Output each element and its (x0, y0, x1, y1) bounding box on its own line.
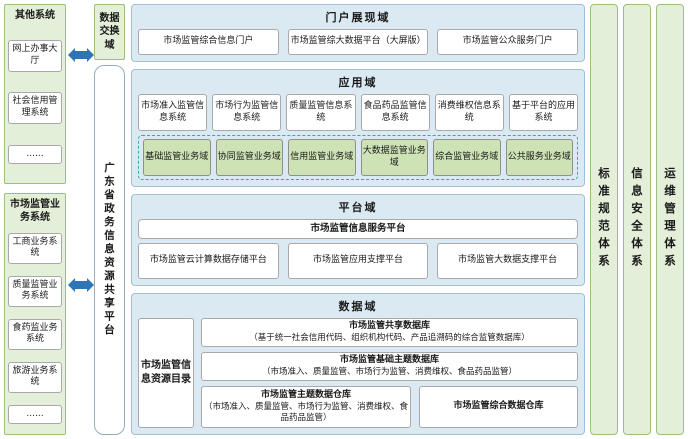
system-node: 质量监管业务系统 (8, 275, 62, 307)
portal-node: 市场监管公众服务门户 (437, 29, 579, 55)
platform-node: 市场监管大数据支撑平台 (437, 243, 579, 279)
portal-domain-title: 门户展现域 (325, 11, 391, 24)
database-bar: 市场监管基础主题数据库 （市场准入、质量监管、市场行为监管、消费维权、食品药品监… (201, 352, 578, 382)
system-node: 旅游业务系统 (8, 361, 62, 393)
data-exchange-column: 数据交换域 广东省政务信息资源共享平台 (94, 4, 125, 435)
business-area-node: 协同监管业务域 (215, 139, 283, 176)
warehouse-node: 市场监管综合数据仓库 (419, 386, 578, 428)
database-name: 市场监管共享数据库 (348, 321, 430, 332)
database-desc: （基于统一社会信用代码、组织机构代码、产品追溯码的综合监管数据库） (249, 332, 530, 343)
ellipsis-node: ...... (8, 404, 62, 425)
application-systems-row: 市场准入监管信息系统 市场行为监管信息系统 质量监管信息系统 食品药品监管信息系… (138, 94, 579, 131)
service-platform-bar: 市场监管信息服务平台 (138, 219, 578, 239)
pillar-label: 信息安全体系 (630, 167, 644, 272)
system-node: 食药监业务系统 (8, 318, 62, 350)
application-domain: 应用域 市场准入监管信息系统 市场行为监管信息系统 质量监管信息系统 食品药品监… (131, 69, 585, 187)
other-systems-group: 其他系统 网上办事大厅 社会信用管理系统 ...... (4, 4, 66, 184)
system-node: 社会信用管理系统 (8, 92, 62, 124)
ellipsis-node: ...... (8, 144, 62, 165)
info-resource-catalog: 市场监管信息资源目录 (138, 318, 194, 428)
platform-node: 市场监管云计算数据存储平台 (138, 243, 279, 279)
double-arrow-icon (68, 278, 94, 292)
database-desc: （市场准入、质量监管、市场行为监管、消费维权、食品药品监管） (261, 366, 517, 377)
pillar-security: 信息安全体系 (623, 4, 651, 435)
pillar-standards: 标准规范体系 (590, 4, 618, 435)
business-systems-items: 工商业务系统 质量监管业务系统 食药监业务系统 旅游业务系统 ...... (8, 227, 62, 430)
database-bar: 市场监管共享数据库 （基于统一社会信用代码、组织机构代码、产品追溯码的综合监管数… (201, 318, 578, 348)
platforms-row: 市场监管云计算数据存储平台 市场监管应用支撑平台 市场监管大数据支撑平台 (138, 243, 579, 279)
business-area-node: 信用监管业务域 (288, 139, 356, 176)
pillar-label: 标准规范体系 (597, 167, 611, 272)
application-domain-title: 应用域 (338, 76, 378, 89)
app-system-node: 食品药品监管信息系统 (360, 94, 430, 131)
app-system-node: 质量监管信息系统 (286, 94, 356, 131)
data-domain: 数据域 市场监管信息资源目录 市场监管共享数据库 （基于统一社会信用代码、组织机… (131, 293, 585, 435)
system-node: 网上办事大厅 (8, 40, 62, 72)
external-systems-column: 其他系统 网上办事大厅 社会信用管理系统 ...... 市场监管业务系统 工商业… (4, 4, 66, 435)
sharing-platform-label: 广东省政务信息资源共享平台 (103, 162, 115, 338)
warehouses-row: 市场监管主题数据仓库 （市场准入、质量监管、市场行为监管、消费维权、食品药品监管… (201, 386, 578, 428)
warehouse-node: 市场监管主题数据仓库 （市场准入、质量监管、市场行为监管、消费维权、食品药品监管… (201, 386, 411, 428)
platform-domain: 平台域 市场监管信息服务平台 市场监管云计算数据存储平台 市场监管应用支撑平台 … (131, 194, 585, 286)
app-system-node: 基于平台的应用系统 (508, 94, 579, 131)
app-system-node: 市场准入监管信息系统 (138, 94, 208, 131)
databases-stack: 市场监管共享数据库 （基于统一社会信用代码、组织机构代码、产品追溯码的综合监管数… (201, 318, 578, 428)
portal-items-row: 市场监管综合信息门户 市场监管综大数据平台（大屏版） 市场监管公众服务门户 (138, 29, 579, 55)
system-node: 工商业务系统 (8, 232, 62, 264)
double-arrow-icon (68, 48, 94, 62)
business-systems-group: 市场监管业务系统 工商业务系统 质量监管业务系统 食药监业务系统 旅游业务系统 … (4, 193, 66, 435)
business-area-node: 综合监管业务域 (433, 139, 501, 176)
warehouse-name: 市场监管主题数据仓库 (260, 390, 351, 401)
database-name: 市场监管基础主题数据库 (339, 355, 439, 366)
support-systems-column: 标准规范体系 信息安全体系 运维管理体系 (590, 4, 684, 435)
data-domain-title: 数据域 (338, 300, 378, 313)
data-exchange-domain-label: 数据交换域 (94, 4, 125, 60)
app-system-node: 市场行为监管信息系统 (212, 94, 282, 131)
pillar-operations: 运维管理体系 (656, 4, 684, 435)
portal-domain: 门户展现域 市场监管综合信息门户 市场监管综大数据平台（大屏版） 市场监管公众服… (131, 4, 585, 62)
main-domains: 门户展现域 市场监管综合信息门户 市场监管综大数据平台（大屏版） 市场监管公众服… (131, 4, 585, 435)
business-systems-title: 市场监管业务系统 (10, 199, 60, 223)
app-system-node: 消费维权信息系统 (434, 94, 504, 131)
portal-node: 市场监管综合信息门户 (138, 29, 279, 55)
portal-node: 市场监管综大数据平台（大屏版） (287, 29, 429, 55)
platform-domain-title: 平台域 (338, 201, 378, 214)
business-area-node: 公共服务业务域 (505, 139, 573, 176)
warehouse-desc: （市场准入、质量监管、市场行为监管、消费维权、食品药品监管） (204, 401, 409, 423)
business-area-node: 大数据监管业务域 (360, 139, 428, 176)
business-areas-container: 基础监管业务域 协同监管业务域 信用监管业务域 大数据监管业务域 综合监管业务域… (138, 135, 578, 180)
data-domain-body: 市场监管信息资源目录 市场监管共享数据库 （基于统一社会信用代码、组织机构代码、… (138, 318, 578, 428)
platform-node: 市场监管应用支撑平台 (287, 243, 429, 279)
other-systems-items: 网上办事大厅 社会信用管理系统 ...... (8, 26, 62, 180)
other-systems-title: 其他系统 (15, 10, 55, 21)
sharing-platform-bar: 广东省政务信息资源共享平台 (94, 65, 125, 435)
pillar-label: 运维管理体系 (663, 167, 677, 272)
business-area-node: 基础监管业务域 (143, 139, 211, 176)
